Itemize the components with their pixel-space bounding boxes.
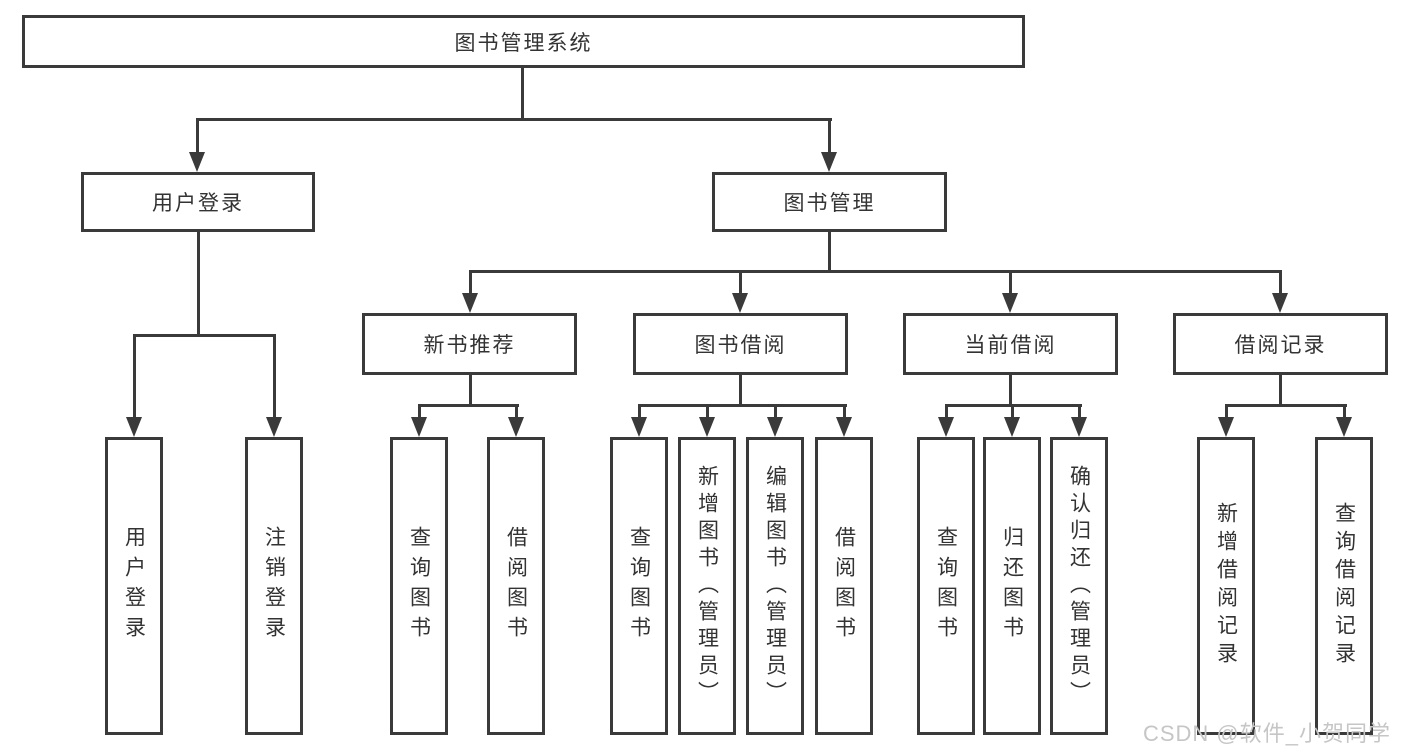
connector-line bbox=[418, 404, 519, 407]
connector-line bbox=[469, 375, 472, 406]
connector-line bbox=[1279, 375, 1282, 406]
connector-line bbox=[774, 406, 777, 420]
arrow-down-icon bbox=[126, 417, 142, 437]
connector-line bbox=[1078, 406, 1081, 420]
connector-line bbox=[133, 334, 276, 337]
leaf-borrow-books: 借阅图书 bbox=[815, 437, 873, 735]
node-root-system: 图书管理系统 bbox=[22, 15, 1025, 68]
watermark: CSDN @软件_小贺同学 bbox=[1142, 721, 1391, 746]
node-book-management: 图书管理 bbox=[712, 172, 947, 232]
arrow-down-icon bbox=[189, 152, 205, 172]
connector-line bbox=[945, 406, 948, 420]
connector-line bbox=[273, 336, 276, 420]
arrow-down-icon bbox=[821, 152, 837, 172]
arrow-down-icon bbox=[462, 293, 478, 313]
connector-line bbox=[1225, 406, 1228, 420]
leaf-edit-books-admin: 编辑图书（管理员） bbox=[746, 437, 804, 735]
arrow-down-icon bbox=[631, 417, 647, 437]
leaf-add-books-admin: 新增图书（管理员） bbox=[678, 437, 736, 735]
arrow-down-icon bbox=[1002, 293, 1018, 313]
connector-line bbox=[469, 272, 472, 296]
connector-line bbox=[828, 120, 831, 156]
connector-line bbox=[196, 118, 832, 121]
node-new-book-recommend: 新书推荐 bbox=[362, 313, 577, 375]
connector-line bbox=[1225, 404, 1347, 407]
connector-line bbox=[196, 120, 199, 156]
leaf-recommend-borrow-books: 借阅图书 bbox=[487, 437, 545, 735]
connector-line bbox=[843, 406, 846, 420]
arrow-down-icon bbox=[266, 417, 282, 437]
arrow-down-icon bbox=[767, 417, 783, 437]
connector-line bbox=[1009, 375, 1012, 406]
connector-line bbox=[706, 406, 709, 420]
connector-line bbox=[739, 375, 742, 406]
arrow-down-icon bbox=[1071, 417, 1087, 437]
connector-line bbox=[1009, 272, 1012, 296]
leaf-borrow-query-books: 查询图书 bbox=[610, 437, 668, 735]
connector-line bbox=[515, 406, 518, 420]
connector-line bbox=[828, 232, 831, 272]
leaf-current-query-books: 查询图书 bbox=[917, 437, 975, 735]
arrow-down-icon bbox=[411, 417, 427, 437]
connector-line bbox=[469, 270, 1282, 273]
arrow-down-icon bbox=[1218, 417, 1234, 437]
arrow-down-icon bbox=[836, 417, 852, 437]
connector-line bbox=[1279, 272, 1282, 296]
node-borrow-record: 借阅记录 bbox=[1173, 313, 1388, 375]
connector-line bbox=[133, 336, 136, 420]
node-book-borrow: 图书借阅 bbox=[633, 313, 848, 375]
node-user-login: 用户登录 bbox=[81, 172, 315, 232]
connector-line bbox=[638, 404, 847, 407]
connector-line bbox=[945, 404, 1082, 407]
arrow-down-icon bbox=[1004, 417, 1020, 437]
leaf-add-borrow-record: 新增借阅记录 bbox=[1197, 437, 1255, 735]
leaf-confirm-return-admin: 确认归还（管理员） bbox=[1050, 437, 1108, 735]
arrow-down-icon bbox=[699, 417, 715, 437]
leaf-user-login: 用户登录 bbox=[105, 437, 163, 735]
connector-line bbox=[1343, 406, 1346, 420]
connector-line bbox=[638, 406, 641, 420]
arrow-down-icon bbox=[732, 293, 748, 313]
arrow-down-icon bbox=[1336, 417, 1352, 437]
arrow-down-icon bbox=[508, 417, 524, 437]
connector-line bbox=[197, 232, 200, 336]
leaf-recommend-query-books: 查询图书 bbox=[390, 437, 448, 735]
connector-line bbox=[1011, 406, 1014, 420]
arrow-down-icon bbox=[1272, 293, 1288, 313]
connector-line bbox=[521, 68, 524, 120]
leaf-return-books: 归还图书 bbox=[983, 437, 1041, 735]
arrow-down-icon bbox=[938, 417, 954, 437]
leaf-logout: 注销登录 bbox=[245, 437, 303, 735]
connector-line bbox=[418, 406, 421, 420]
leaf-query-borrow-record: 查询借阅记录 bbox=[1315, 437, 1373, 735]
connector-line bbox=[739, 272, 742, 296]
node-current-borrow: 当前借阅 bbox=[903, 313, 1118, 375]
